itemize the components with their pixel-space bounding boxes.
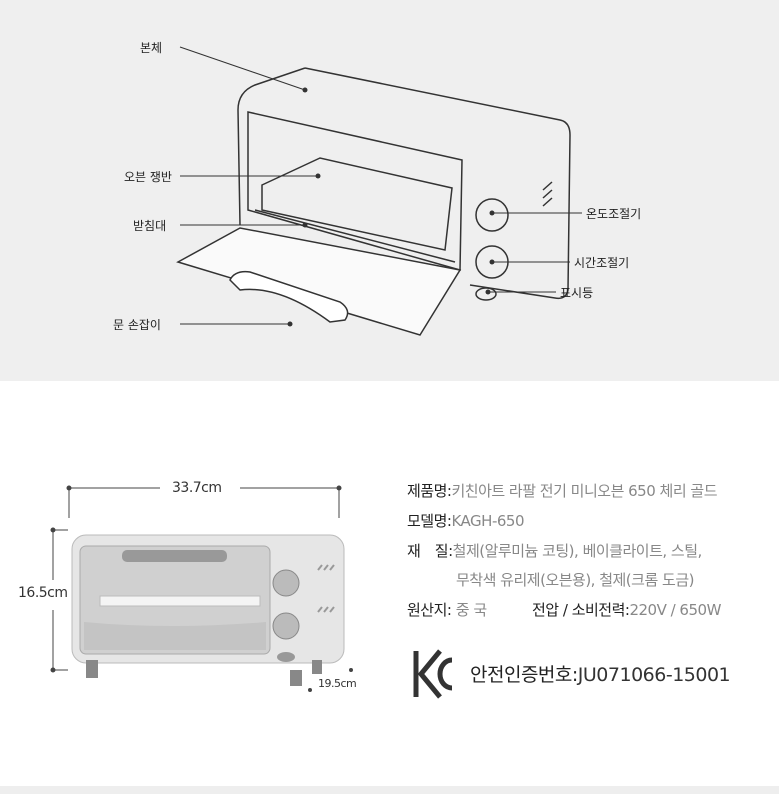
dimension-height: 16.5cm <box>18 585 68 601</box>
spec-product-name: 제품명:키친아트 라팔 전기 미니오븐 650 체리 골드 <box>407 480 718 501</box>
spec-value: 철제(알루미늄 코팅), 베이클라이트, 스틸, <box>452 542 703 560</box>
label-tray: 오븐 쟁반 <box>124 170 172 184</box>
spec-value: KAGH-650 <box>451 512 524 530</box>
spec-value: 중 국 <box>455 601 487 619</box>
spec-label: 모델명: <box>407 512 452 530</box>
dimension-width: 33.7cm <box>172 480 222 496</box>
label-temp-knob: 온도조절기 <box>586 207 642 221</box>
spec-value: 220V / 650W <box>629 601 721 619</box>
spec-label: 안전인증번호: <box>470 664 578 686</box>
spec-label: 전압 / 소비전력: <box>532 601 630 619</box>
label-body: 본체 <box>140 41 163 55</box>
label-indicator: 표시등 <box>560 286 594 300</box>
spec-value: JU071066-15001 <box>577 664 731 686</box>
spec-material-line2: 무착색 유리제(오븐용), 철제(크롬 도금) <box>456 571 694 589</box>
spec-label: 제품명: <box>407 482 452 500</box>
oven-line-drawing <box>176 46 582 336</box>
spec-certification: 안전인증번호:JU071066-15001 <box>470 660 731 687</box>
spec-value: 키친아트 라팔 전기 미니오븐 650 체리 골드 <box>451 482 718 500</box>
spec-label: 재 질: <box>407 542 453 560</box>
label-rack: 받침대 <box>133 219 167 233</box>
spec-label: 원산지: <box>407 601 452 619</box>
footer-divider <box>0 786 779 794</box>
label-door-handle: 문 손잡이 <box>113 318 161 332</box>
spec-power: 전압 / 소비전력:220V / 650W <box>532 599 721 620</box>
spec-origin: 원산지: 중 국 <box>407 599 487 620</box>
spec-model: 모델명:KAGH-650 <box>407 510 524 531</box>
label-timer-knob: 시간조절기 <box>574 256 630 270</box>
spec-material: 재 질:철제(알루미늄 코팅), 베이클라이트, 스틸, <box>407 540 702 561</box>
dimension-depth: 19.5cm <box>318 677 357 690</box>
